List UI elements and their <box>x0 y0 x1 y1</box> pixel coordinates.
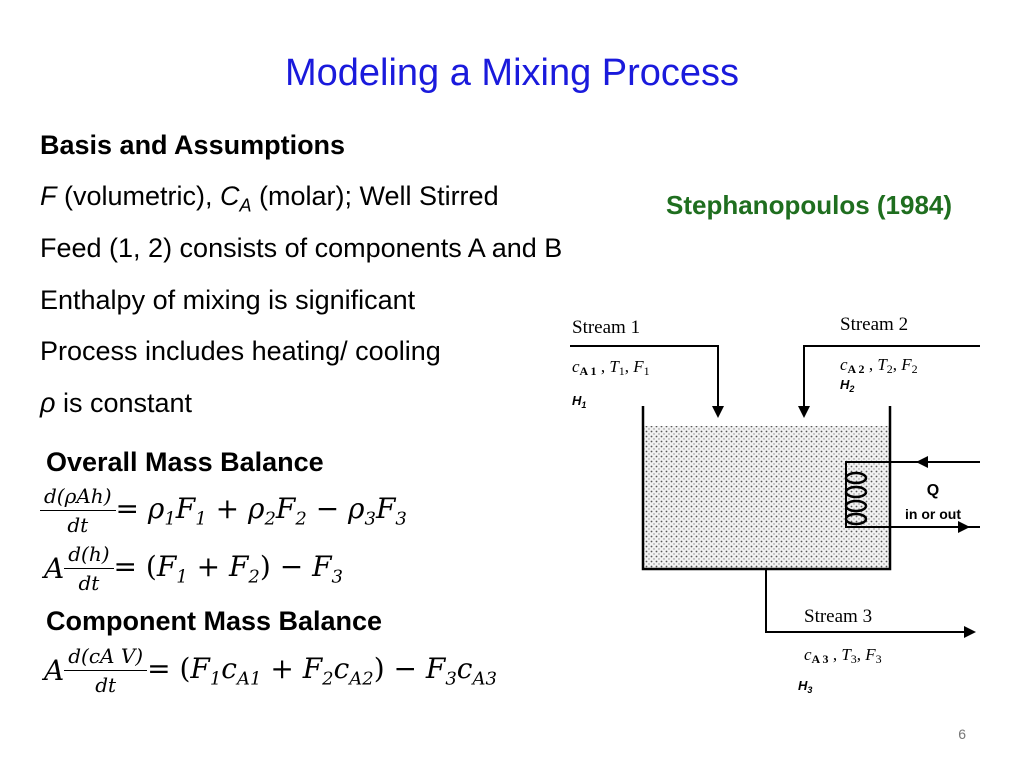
eq1-numerator: d(ρAh) <box>40 484 116 511</box>
symbol-rho: ρ <box>40 388 56 418</box>
stream3-label: Stream 3 <box>804 606 872 627</box>
eq1-fraction: d(ρAh) dt <box>40 484 116 537</box>
component-balance-heading: Component Mass Balance <box>46 606 383 636</box>
eq2-fraction: d(h) dt <box>64 542 114 595</box>
eq2-lhs: A <box>44 552 65 585</box>
Q-label: Q <box>927 482 939 499</box>
H3-label: H3 <box>798 678 812 695</box>
component-balance-equation: A d(cA V) dt = (F1cA1 + F2cA2) − F3cA3 <box>44 644 497 697</box>
assumption-flow-units: F (volumetric), CA (molar); Well Stirred <box>40 181 499 216</box>
overall-balance-equation: d(ρAh) dt = ρ1F1 + ρ2F2 − ρ3F3 <box>40 484 407 537</box>
assumption-density: ρ is constant <box>40 388 192 419</box>
stream1-arrowhead <box>712 406 724 418</box>
reference-citation: Stephanopoulos (1984) <box>666 190 953 220</box>
symbol-C-subscript: A <box>239 195 252 216</box>
stream1-pipe <box>570 345 719 412</box>
level-balance-equation: A d(h) dt = (F1 + F2) − F3 <box>44 542 343 595</box>
coil-loops <box>844 471 868 526</box>
eq3-numerator: d(cA V) <box>64 644 148 671</box>
stream3-pipe <box>765 569 968 633</box>
eq3-lhs: A <box>44 654 65 687</box>
stream2-arrowhead <box>798 406 810 418</box>
text-constant: is constant <box>55 388 193 418</box>
eq2-denominator: dt <box>78 571 100 595</box>
page-number: 6 <box>958 726 966 742</box>
assumption-enthalpy: Enthalpy of mixing is significant <box>40 285 416 315</box>
text-molar: (molar); Well Stirred <box>251 181 499 211</box>
symbol-F: F <box>40 181 57 211</box>
stream3-vars: cA 3 , T3, F3 <box>804 645 882 666</box>
assumption-heating: Process includes heating/ cooling <box>40 336 441 366</box>
mixing-tank-diagram: Stream 1 cA 1 , T1, F1 H1 Stream 2 cA 2 … <box>570 314 980 695</box>
stream1-vars: cA 1 , T1, F1 <box>572 357 650 378</box>
H1-label: H1 <box>572 393 586 410</box>
text-volumetric: (volumetric), <box>56 181 221 211</box>
H2-label: H2 <box>840 377 854 394</box>
coil-outlet-arrowhead <box>958 521 970 533</box>
tank-liquid <box>643 426 890 569</box>
eq3-denominator: dt <box>95 673 117 697</box>
eq1-denominator: dt <box>67 513 89 537</box>
stream1-label: Stream 1 <box>572 317 640 338</box>
coil-inlet-arrowhead <box>916 456 928 468</box>
overall-balance-heading: Overall Mass Balance <box>46 447 324 477</box>
stream2-vars: cA 2 , T2, F2 <box>840 355 918 376</box>
eq2-numerator: d(h) <box>64 542 114 569</box>
symbol-C: C <box>220 181 240 211</box>
stream3-arrowhead <box>964 626 976 638</box>
assumptions-heading: Basis and Assumptions <box>40 130 346 160</box>
Q-note: in or out <box>905 506 961 522</box>
slide-title: Modeling a Mixing Process <box>284 52 740 94</box>
eq3-fraction: d(cA V) dt <box>64 644 148 697</box>
stream2-pipe <box>803 345 980 412</box>
stream2-label: Stream 2 <box>840 314 908 335</box>
assumption-feed: Feed (1, 2) consists of components A and… <box>40 233 563 263</box>
